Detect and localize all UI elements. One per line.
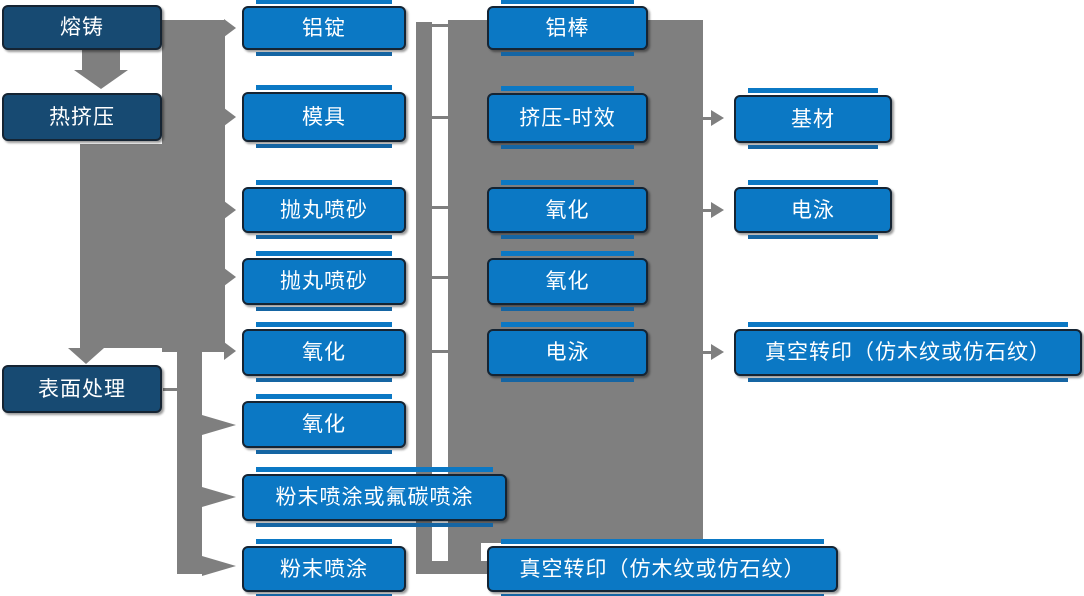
node-aluminum-rod: 铝棒: [487, 0, 648, 56]
node-oxidation-1: 氧化: [242, 322, 406, 382]
connector-panel-line-vacuum-right: [703, 351, 712, 354]
connector-to-vacuum-transfer-bottom: [424, 561, 487, 574]
arrow-to-shot-blasting-1-icon: [224, 201, 236, 219]
connector-bridge-row3: [430, 206, 450, 209]
connector-left-wide-block: [80, 144, 225, 348]
arrow-to-powder-or-fluorocarbon-icon: [202, 487, 236, 507]
arrow-to-oxidation-1-icon: [224, 342, 236, 360]
connector-panel-line-substrate: [703, 117, 712, 120]
node-vacuum-transfer-print-bottom: 真空转印（仿木纹或仿石纹）: [487, 539, 838, 596]
node-oxidation-4: 氧化: [487, 251, 648, 311]
node-extrusion-aging: 挤压-时效: [487, 86, 648, 149]
connector-bridge-row5: [430, 350, 450, 353]
node-oxidation-3: 氧化: [487, 180, 648, 239]
connector-bridge-row1: [430, 24, 450, 27]
connector-bridge-row4: [430, 276, 450, 279]
arrow-down-to-surface-treatment-icon: [68, 348, 104, 364]
connector-bridge-row2: [430, 116, 450, 119]
node-electrophoresis-2: 电泳: [734, 180, 892, 239]
connector-surface-treatment-link: [163, 388, 177, 391]
connector-melting-to-extrusion-shaft: [82, 46, 120, 72]
node-surface-treatment: 表面处理: [2, 365, 162, 413]
node-aluminum-ingot: 铝锭: [242, 0, 406, 56]
arrow-to-mold-icon: [224, 108, 236, 126]
node-shot-blasting-sandblasting-2: 抛丸喷砂: [242, 251, 406, 311]
connector-surface-treatment-branch-bar: [177, 348, 202, 574]
node-vacuum-transfer-print-right: 真空转印（仿木纹或仿石纹）: [734, 322, 1082, 382]
node-powder-coating: 粉末喷涂: [242, 539, 406, 596]
node-hot-extrusion: 热挤压: [2, 93, 162, 141]
node-shot-blasting-sandblasting-1: 抛丸喷砂: [242, 180, 406, 239]
node-powder-or-fluorocarbon-coating: 粉末喷涂或氟碳喷涂: [242, 467, 507, 527]
node-electrophoresis-1: 电泳: [487, 322, 648, 382]
node-substrate: 基材: [734, 88, 892, 149]
arrow-to-aluminum-ingot-icon: [224, 19, 236, 37]
arrow-to-oxidation-2-icon: [202, 415, 236, 435]
node-oxidation-2: 氧化: [242, 394, 406, 454]
connector-panel-line-electrophoresis: [703, 209, 712, 212]
arrow-to-powder-coating-icon: [202, 556, 236, 576]
arrow-to-electrophoresis-icon: [711, 202, 724, 218]
arrow-to-shot-blasting-2-icon: [224, 268, 236, 286]
arrow-to-substrate-icon: [711, 110, 724, 126]
node-mold: 模具: [242, 85, 406, 148]
arrow-to-vacuum-transfer-right-icon: [711, 344, 724, 360]
node-melting-casting: 熔铸: [2, 5, 162, 50]
connector-middle-bar: [416, 22, 432, 574]
arrow-down-to-hot-extrusion-icon: [74, 70, 128, 89]
